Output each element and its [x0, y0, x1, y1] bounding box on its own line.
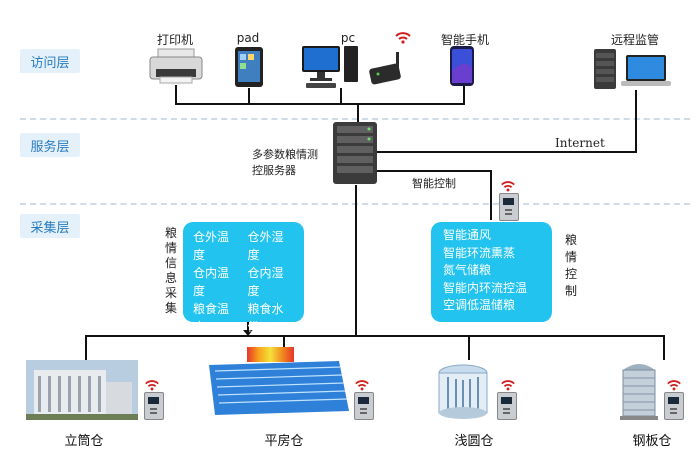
- printer-drop-line: [175, 85, 177, 105]
- wifi-icon: [501, 181, 515, 192]
- remote-server-icon: [594, 49, 616, 89]
- access-bus-line: [175, 103, 465, 105]
- main-server-icon: [333, 122, 377, 184]
- info-item: 仓外温度: [193, 230, 230, 262]
- info-item: 粮食温度: [193, 302, 230, 334]
- drop-line-1: [85, 335, 87, 360]
- control-item: 智能通风: [443, 228, 492, 242]
- control-item: 空调低温储粮: [443, 298, 516, 312]
- info-box-arrow-head: [243, 330, 253, 336]
- controller-device: [144, 392, 164, 420]
- info-item: 粮食水份: [247, 302, 284, 334]
- access-to-server-line: [357, 103, 359, 123]
- controller-device: [497, 392, 517, 420]
- smart-control-h-line: [374, 170, 492, 172]
- layer-tag-collect: 采集层: [20, 214, 80, 238]
- layer-tag-service: 服务层: [20, 133, 80, 157]
- pad-label: pad: [236, 31, 260, 45]
- tablet-icon: [235, 47, 263, 87]
- drop-line-3: [468, 335, 470, 360]
- collect-bus-line: [85, 335, 665, 337]
- info-item: 仓内湿度: [247, 266, 284, 298]
- info-box-arrow-line: [247, 322, 249, 334]
- wifi-icon: [395, 32, 411, 44]
- wifi-icon: [501, 380, 515, 391]
- layer-tag-access: 访问层: [20, 49, 80, 73]
- router-icon: [369, 52, 401, 85]
- printer-label: 打印机: [156, 33, 193, 47]
- desktop-pc-icon: [302, 46, 358, 88]
- internet-line: [374, 151, 637, 153]
- server-label-line1: 多参数粮情测: [252, 148, 318, 161]
- wifi-icon: [355, 380, 369, 391]
- flat-warehouse-image: [209, 361, 349, 415]
- wifi-icon: [667, 380, 681, 391]
- control-item: 智能内环流控温: [443, 280, 528, 295]
- warehouse-label: 平房仓: [264, 434, 304, 449]
- grain-control-box: 智能通风 智能环流熏蒸 氮气储粮 智能内环流控温 空调低温储粮: [431, 222, 552, 322]
- info-item: 仓外湿度: [247, 230, 284, 262]
- vertical-silo-image: [26, 360, 138, 420]
- shallow-round-silo-image: [438, 364, 488, 419]
- steel-silo-image: [620, 364, 658, 420]
- controller-device: [664, 392, 684, 420]
- control-side-label: 粮情控制: [564, 233, 577, 298]
- smart-controller-device: [499, 193, 519, 221]
- info-side-label: 粮情信息采集: [164, 226, 177, 315]
- controller-device: [354, 392, 374, 420]
- warehouse-label: 立筒仓: [64, 434, 104, 449]
- info-item: 仓内温度: [193, 266, 230, 298]
- phone-drop-line: [463, 85, 465, 105]
- pc-label: pc: [340, 31, 356, 45]
- server-label-line2: 控服务器: [252, 164, 296, 177]
- smartphone-icon: [450, 46, 474, 86]
- drop-line-4: [663, 335, 665, 360]
- pc-drop-line: [340, 88, 342, 105]
- server-trunk-line: [355, 185, 357, 336]
- pad-drop-line: [248, 88, 250, 105]
- phone-label: 智能手机: [440, 33, 489, 47]
- warehouse-label: 钢板仓: [632, 434, 672, 449]
- laptop-icon: [621, 55, 671, 86]
- printer-icon: [149, 48, 203, 84]
- pest-heatmap-image: [246, 346, 294, 362]
- warehouse-label: 浅圆仓: [454, 434, 494, 449]
- remote-drop-line: [635, 90, 637, 152]
- separator-access-service: [20, 118, 690, 120]
- control-item: 氮气储粮: [443, 263, 492, 277]
- smart-control-label: 智能控制: [412, 177, 456, 190]
- info-item: 害虫检测: [193, 338, 230, 370]
- wifi-icon: [145, 380, 159, 391]
- internet-label: Internet: [555, 136, 605, 150]
- remote-label: 远程监管: [610, 33, 659, 47]
- smart-control-v-line: [490, 170, 492, 220]
- control-item: 智能环流熏蒸: [443, 245, 516, 260]
